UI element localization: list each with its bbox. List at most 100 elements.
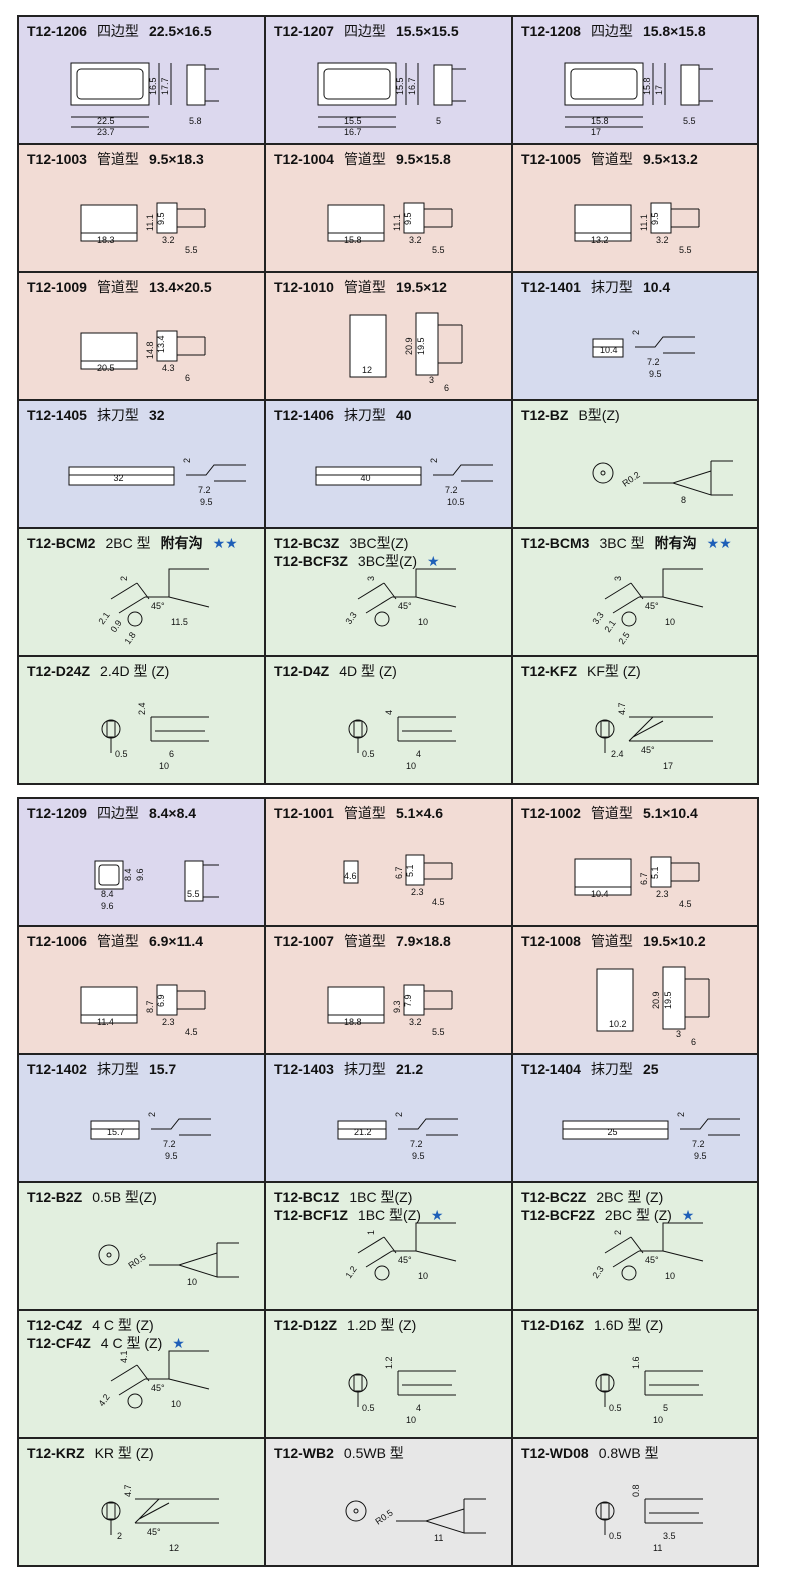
tip-face-outer bbox=[564, 62, 644, 106]
tip-type: 管道型 bbox=[96, 933, 139, 949]
dim-thickness: 2 bbox=[147, 1112, 157, 1117]
tube-side bbox=[650, 202, 672, 234]
tip-size: 附有沟 bbox=[654, 535, 697, 551]
dim-length: 11 bbox=[434, 1533, 443, 1543]
tip-size: 9.5×13.2 bbox=[642, 151, 698, 167]
tube-side bbox=[156, 330, 178, 362]
tip-face-inner bbox=[76, 68, 144, 100]
tip-type: 1BC 型(Z) bbox=[349, 1189, 413, 1205]
dim-length: 9.5 bbox=[649, 369, 662, 379]
dim-flat: 7.2 bbox=[445, 485, 458, 495]
tip-front-view bbox=[595, 1501, 615, 1521]
dim-outer: 11.1 bbox=[639, 214, 649, 231]
dim-width-outer: 17 bbox=[591, 127, 601, 137]
tube-side bbox=[403, 984, 425, 1016]
dim-width: 20.5 bbox=[97, 363, 115, 373]
dim-length: 12 bbox=[169, 1543, 179, 1553]
star-mark: ★★ bbox=[706, 535, 732, 551]
tip-type: 1BC 型(Z) bbox=[357, 1207, 421, 1223]
dim-angle: 45° bbox=[398, 1255, 412, 1265]
tip-front-view bbox=[101, 719, 121, 739]
dim-diameter: 2 bbox=[613, 1230, 623, 1235]
tip-drawing: 33.345°10 bbox=[343, 568, 457, 627]
tip-size: 10.4 bbox=[642, 279, 671, 295]
dim-length: 9.5 bbox=[694, 1151, 707, 1161]
dim-bevel: 4.2 bbox=[96, 1392, 111, 1408]
dim-length: 5.5 bbox=[679, 245, 692, 255]
tip-type: 4 C 型 (Z) bbox=[100, 1335, 163, 1351]
dim-diameter: 1.6 bbox=[631, 1356, 641, 1369]
dim-angle: 45° bbox=[147, 1527, 161, 1537]
dim-flat: 7.2 bbox=[163, 1139, 176, 1149]
dim-flat: 7.2 bbox=[410, 1139, 423, 1149]
tip-code: T12-WB2 bbox=[274, 1445, 334, 1461]
dim-depth: 5 bbox=[436, 116, 441, 126]
tube-side bbox=[403, 202, 425, 234]
tube-face bbox=[80, 986, 138, 1024]
bevel-face bbox=[127, 611, 143, 627]
tube-face bbox=[327, 986, 385, 1024]
tube-side bbox=[650, 856, 672, 888]
dim-length: 9.5 bbox=[200, 497, 213, 507]
tip-code: T12-1004 bbox=[274, 151, 334, 167]
dim-diameter: 0.8 bbox=[631, 1484, 641, 1497]
tip-drawing: 15.727.29.5 bbox=[90, 1112, 211, 1161]
dim-length: 10.5 bbox=[447, 497, 465, 507]
dim-angle: 45° bbox=[151, 1383, 165, 1393]
dim-width: 18.3 bbox=[97, 235, 115, 245]
dim-width-outer: 9.6 bbox=[101, 901, 114, 911]
dim-edge: 2 bbox=[117, 1531, 122, 1541]
bevel-face bbox=[374, 611, 390, 627]
dim-flat: 7.2 bbox=[647, 357, 660, 367]
dim-outer: 14.8 bbox=[145, 341, 155, 359]
tip-code: T12-D4Z bbox=[274, 663, 330, 679]
tip-side bbox=[184, 860, 204, 902]
dim-angle: 45° bbox=[645, 601, 659, 611]
tip-size: 15.7 bbox=[148, 1061, 177, 1077]
tip-type: KR 型 (Z) bbox=[94, 1445, 154, 1461]
bevel-face bbox=[374, 1265, 390, 1281]
tip-size: 19.5×10.2 bbox=[642, 933, 706, 949]
tip-size: 32 bbox=[148, 407, 165, 423]
tip-code: T12-1208 bbox=[521, 23, 581, 39]
tip-drawing: 33.32.12.545°10 bbox=[590, 568, 704, 646]
dim-length: 6 bbox=[691, 1037, 696, 1047]
dim-thickness: 2 bbox=[676, 1112, 686, 1117]
dim-outer: 11.1 bbox=[145, 214, 155, 231]
tip-type: 抹刀型 bbox=[96, 1061, 139, 1077]
tip-type: 四边型 bbox=[343, 23, 386, 39]
tip-type: B型(Z) bbox=[578, 407, 620, 423]
